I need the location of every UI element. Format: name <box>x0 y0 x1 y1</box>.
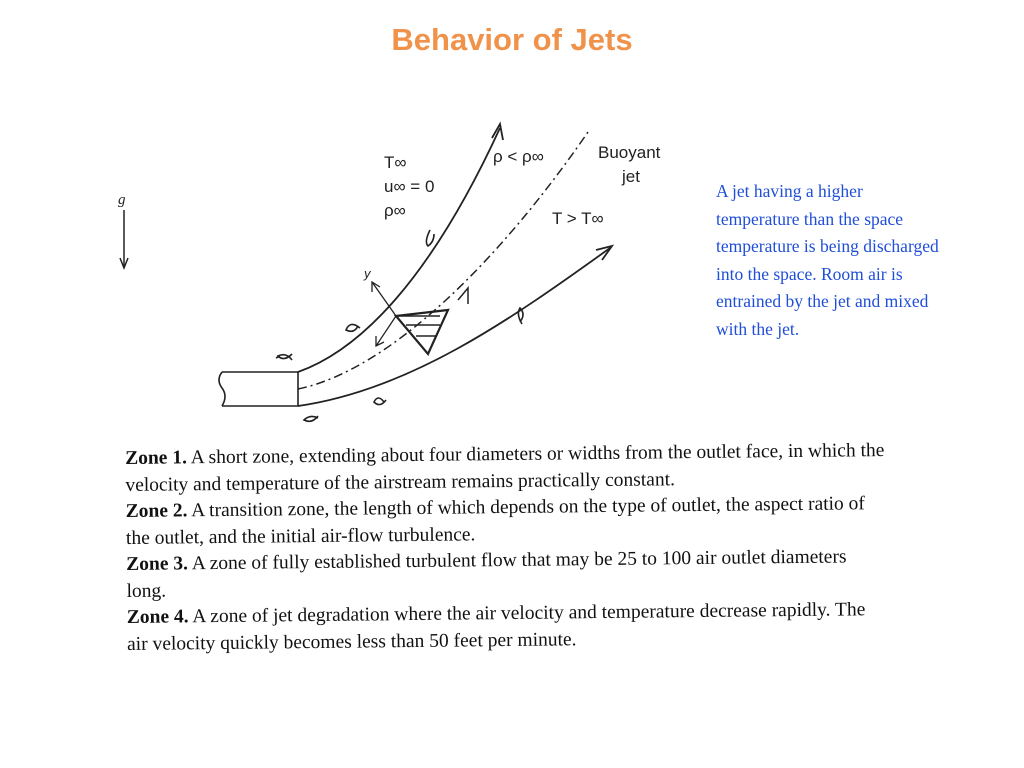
slide-title: Behavior of Jets <box>391 22 633 57</box>
zone-4-label: Zone 4. <box>126 606 189 628</box>
upper-arrowhead <box>491 121 504 141</box>
centerline-arrowhead <box>457 285 469 304</box>
entrainment-arrows <box>275 229 524 423</box>
gravity-arrow-icon <box>119 210 129 271</box>
outlet-pipe <box>218 371 299 407</box>
velocity-arrows <box>396 315 440 337</box>
coordinate-axes <box>371 280 397 348</box>
lower-arrowhead <box>595 244 615 261</box>
zone-1-label: Zone 1. <box>125 447 188 469</box>
buoyant-label-line1: Buoyant <box>598 143 661 162</box>
ambient-temperature-label: T∞ <box>384 153 407 172</box>
zone-3: Zone 3. A zone of fully established turb… <box>126 544 887 605</box>
axis-y-label: y <box>363 266 372 281</box>
description-text: A jet having a higher temperature than t… <box>716 181 939 339</box>
zone-3-label: Zone 3. <box>126 553 189 575</box>
zone-2: Zone 2. A transition zone, the length of… <box>126 491 887 552</box>
zone-3-text: A zone of fully established turbulent fl… <box>126 546 847 602</box>
zone-1-text: A short zone, extending about four diame… <box>125 440 885 496</box>
gravity-label: g <box>118 192 126 208</box>
zone-1: Zone 1. A short zone, extending about fo… <box>125 438 886 499</box>
density-label: ρ < ρ∞ <box>493 147 544 166</box>
zones-list: Zone 1. A short zone, extending about fo… <box>125 438 887 658</box>
velocity-profile <box>393 308 450 357</box>
ambient-velocity-label: u∞ = 0 <box>384 177 434 196</box>
zone-2-text: A transition zone, the length of which d… <box>125 493 865 549</box>
zone-4: Zone 4. A zone of jet degradation where … <box>127 597 888 658</box>
zone-4-text: A zone of jet degradation where the air … <box>126 599 866 655</box>
jet-centerline <box>297 131 589 390</box>
jet-upper-boundary <box>297 127 501 373</box>
buoyant-label-line2: jet <box>621 167 640 186</box>
zone-2-label: Zone 2. <box>125 500 188 522</box>
ambient-density-label: ρ∞ <box>384 201 406 220</box>
buoyant-jet-diagram: y T∞ u∞ = 0 ρ∞ ρ < ρ∞ T > T∞ Buoyant jet <box>218 121 661 423</box>
temperature-label: T > T∞ <box>552 209 604 228</box>
jet-lower-boundary <box>297 247 611 407</box>
